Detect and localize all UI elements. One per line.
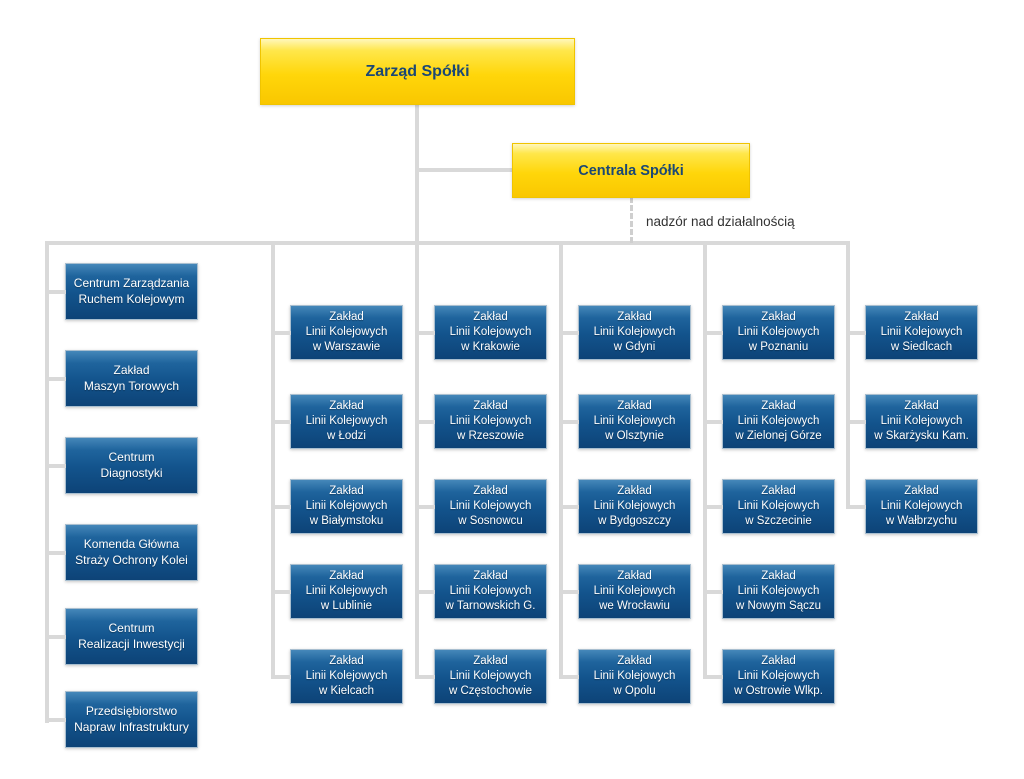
box-label: Zakład Linii Kolejowych w Siedlcach bbox=[880, 310, 963, 354]
box-zlk-szczecin: Zakład Linii Kolejowych w Szczecinie bbox=[703, 479, 835, 534]
box-label: Zakład Linii Kolejowych w Łodzi bbox=[305, 399, 388, 443]
box-zlk-lublin: Zakład Linii Kolejowych w Lublinie bbox=[271, 564, 403, 619]
box-label: Zakład Linii Kolejowych w Zielonej Górze bbox=[735, 399, 822, 443]
box-label: Zakład Linii Kolejowych w Nowym Sączu bbox=[736, 569, 821, 613]
box-zlk-bialystok: Zakład Linii Kolejowych w Białymstoku bbox=[271, 479, 403, 534]
box-centrala-spolki: Centrala Spółki bbox=[512, 143, 750, 198]
connector-hq-supervision-dashed bbox=[630, 197, 633, 243]
box-label: Centrum Diagnostyki bbox=[100, 449, 163, 480]
box-zlk-wroclaw: Zakład Linii Kolejowych we Wrocławiu bbox=[559, 564, 691, 619]
box-label: Zakład Linii Kolejowych w Rzeszowie bbox=[449, 399, 532, 443]
connector-board-drop bbox=[415, 103, 419, 243]
box-label: Zakład Linii Kolejowych w Kielcach bbox=[305, 654, 388, 698]
box-zlk-nowy-sacz: Zakład Linii Kolejowych w Nowym Sączu bbox=[703, 564, 835, 619]
box-label: Zarząd Spółki bbox=[365, 62, 470, 80]
box-zaklad-maszyn-torowych: Zakład Maszyn Torowych bbox=[46, 350, 198, 407]
box-zlk-tarnowskie-gory: Zakład Linii Kolejowych w Tarnowskich G. bbox=[415, 564, 547, 619]
box-zlk-bydgoszcz: Zakład Linii Kolejowych w Bydgoszczy bbox=[559, 479, 691, 534]
box-centrum-diagnostyki: Centrum Diagnostyki bbox=[46, 437, 198, 494]
box-zlk-siedlce: Zakład Linii Kolejowych w Siedlcach bbox=[846, 305, 978, 360]
connector-left-spine bbox=[45, 241, 49, 723]
box-zlk-warszawa: Zakład Linii Kolejowych w Warszawie bbox=[271, 305, 403, 360]
box-label: Zakład Linii Kolejowych w Opolu bbox=[593, 654, 676, 698]
box-zlk-kielce: Zakład Linii Kolejowych w Kielcach bbox=[271, 649, 403, 704]
box-label: Zakład Linii Kolejowych w Szczecinie bbox=[737, 484, 820, 528]
connector-col5-spine bbox=[846, 241, 850, 509]
box-zlk-lodz: Zakład Linii Kolejowych w Łodzi bbox=[271, 394, 403, 449]
connector-col2-spine bbox=[415, 241, 419, 679]
box-label: Zakład Linii Kolejowych w Ostrowie Wlkp. bbox=[734, 654, 823, 698]
box-zlk-poznan: Zakład Linii Kolejowych w Poznaniu bbox=[703, 305, 835, 360]
box-label: Zakład Linii Kolejowych we Wrocławiu bbox=[593, 569, 676, 613]
box-label: Zakład Linii Kolejowych w Warszawie bbox=[305, 310, 388, 354]
box-label: Przedsiębiorstwo Napraw Infrastruktury bbox=[74, 703, 189, 734]
connector-col1-spine bbox=[271, 241, 275, 679]
box-label: Zakład Linii Kolejowych w Białymstoku bbox=[305, 484, 388, 528]
box-label: Komenda Główna Straży Ochrony Kolei bbox=[75, 536, 188, 567]
box-zlk-walbrzych: Zakład Linii Kolejowych w Wałbrzychu bbox=[846, 479, 978, 534]
box-zlk-opole: Zakład Linii Kolejowych w Opolu bbox=[559, 649, 691, 704]
box-przedsiebiorstwo-napraw-infrastruktury: Przedsiębiorstwo Napraw Infrastruktury bbox=[46, 691, 198, 748]
box-label: Zakład Linii Kolejowych w Olsztynie bbox=[593, 399, 676, 443]
box-label: Centrala Spółki bbox=[578, 162, 684, 179]
box-zlk-krakow: Zakład Linii Kolejowych w Krakowie bbox=[415, 305, 547, 360]
box-zlk-ostrow-wlkp: Zakład Linii Kolejowych w Ostrowie Wlkp. bbox=[703, 649, 835, 704]
box-label: Zakład Linii Kolejowych w Częstochowie bbox=[448, 654, 533, 698]
connector-col4-spine bbox=[703, 241, 707, 679]
box-label: Zakład Linii Kolejowych w Sosnowcu bbox=[449, 484, 532, 528]
box-zlk-zielona-gora: Zakład Linii Kolejowych w Zielonej Górze bbox=[703, 394, 835, 449]
box-zlk-skarzysko: Zakład Linii Kolejowych w Skarżysku Kam. bbox=[846, 394, 978, 449]
box-centrum-zarzadzania-ruchem: Centrum Zarządzania Ruchem Kolejowym bbox=[46, 263, 198, 320]
connector-board-to-hq bbox=[415, 168, 512, 172]
box-label: Zakład Maszyn Torowych bbox=[83, 362, 180, 393]
box-label: Zakład Linii Kolejowych w Skarżysku Kam. bbox=[874, 399, 969, 443]
box-label: Zakład Linii Kolejowych w Lublinie bbox=[305, 569, 388, 613]
box-label: Zakład Linii Kolejowych w Poznaniu bbox=[737, 310, 820, 354]
box-zlk-czestochowa: Zakład Linii Kolejowych w Częstochowie bbox=[415, 649, 547, 704]
box-zlk-sosnowiec: Zakład Linii Kolejowych w Sosnowcu bbox=[415, 479, 547, 534]
connector-bus bbox=[45, 241, 850, 245]
box-zarzad-spolki: Zarząd Spółki bbox=[260, 38, 575, 105]
box-label: Centrum Zarządzania Ruchem Kolejowym bbox=[73, 275, 190, 306]
box-label: Centrum Realizacji Inwestycji bbox=[78, 620, 185, 651]
box-label: Zakład Linii Kolejowych w Wałbrzychu bbox=[880, 484, 963, 528]
box-zlk-olsztyn: Zakład Linii Kolejowych w Olsztynie bbox=[559, 394, 691, 449]
box-zlk-rzeszow: Zakład Linii Kolejowych w Rzeszowie bbox=[415, 394, 547, 449]
box-zlk-gdynia: Zakład Linii Kolejowych w Gdyni bbox=[559, 305, 691, 360]
box-label: Zakład Linii Kolejowych w Bydgoszczy bbox=[593, 484, 676, 528]
box-label: Zakład Linii Kolejowych w Krakowie bbox=[449, 310, 532, 354]
box-centrum-realizacji-inwestycji: Centrum Realizacji Inwestycji bbox=[46, 608, 198, 665]
box-label: Zakład Linii Kolejowych w Tarnowskich G. bbox=[445, 569, 536, 613]
box-komenda-glowna-sok: Komenda Główna Straży Ochrony Kolei bbox=[46, 524, 198, 581]
supervision-note: nadzór nad działalnością bbox=[646, 214, 795, 229]
connector-col3-spine bbox=[559, 241, 563, 679]
box-label: Zakład Linii Kolejowych w Gdyni bbox=[593, 310, 676, 354]
